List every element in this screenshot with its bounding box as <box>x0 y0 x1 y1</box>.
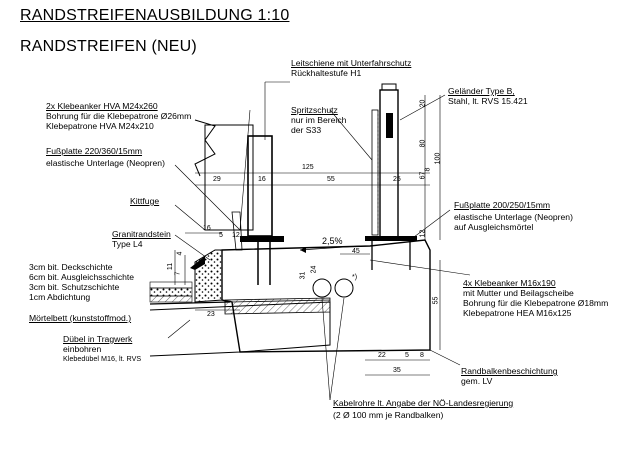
dim-5: 5 <box>219 232 223 239</box>
dimension-lines <box>174 95 441 376</box>
dim-16b: 16 <box>203 225 211 232</box>
edge-beam <box>221 239 431 353</box>
label-kabelrohre: Kabelrohre lt. Angabe der NÖ-Landesregie… <box>333 398 514 420</box>
drawing-title: RANDSTREIFENAUSBILDUNG 1:10 <box>20 7 290 24</box>
dim-5b: 5 <box>405 352 409 359</box>
spray-protection <box>371 109 379 236</box>
dim-v100: 100 <box>434 152 442 165</box>
dim-16: 16 <box>258 176 266 183</box>
dim-45: 45 <box>352 248 360 255</box>
dim-25: 25 <box>393 176 401 183</box>
dim-35: 35 <box>393 367 401 374</box>
dim-8: 8 <box>420 352 424 359</box>
label-kittfuge: Kittfuge <box>130 196 160 206</box>
railing <box>365 83 417 270</box>
dim-v80: 80 <box>419 139 427 148</box>
dim-12: 12 <box>232 232 240 239</box>
label-gelaender: Geländer Type B,Stahl, lt. RVS 15.421 <box>448 86 528 106</box>
crash-barrier <box>194 119 284 285</box>
dim-v11: 11 <box>167 262 175 271</box>
dim-v24: 24 <box>310 265 318 274</box>
dim-v67: 67 <box>419 171 427 180</box>
slope-arrow <box>299 245 361 253</box>
label-gefaelle: 2,5% <box>322 236 343 246</box>
granite-curb <box>190 249 223 303</box>
bridge-deck <box>149 297 331 357</box>
leader-lines <box>167 81 471 401</box>
dim-v7: 7 <box>174 271 182 276</box>
pavement-layers <box>149 281 231 305</box>
dim-22: 22 <box>378 352 386 359</box>
label-asterisk: *) <box>352 274 358 281</box>
dim-v55: 55 <box>432 296 440 305</box>
dim-v12: 12 <box>419 229 427 238</box>
dim-v20: 20 <box>419 99 427 108</box>
dim-v4: 4 <box>176 251 184 256</box>
dim-29: 29 <box>213 176 221 183</box>
dim-v31: 31 <box>299 271 307 280</box>
dim-23: 23 <box>207 311 215 318</box>
dim-55: 55 <box>327 176 335 183</box>
dim-125: 125 <box>302 164 314 171</box>
dim-v8: 8 <box>424 167 432 172</box>
label-moertelbett: Mörtelbett (kunststoffmod.) <box>29 313 132 323</box>
drawing-subtitle: RANDSTREIFEN (NEU) <box>20 38 197 55</box>
